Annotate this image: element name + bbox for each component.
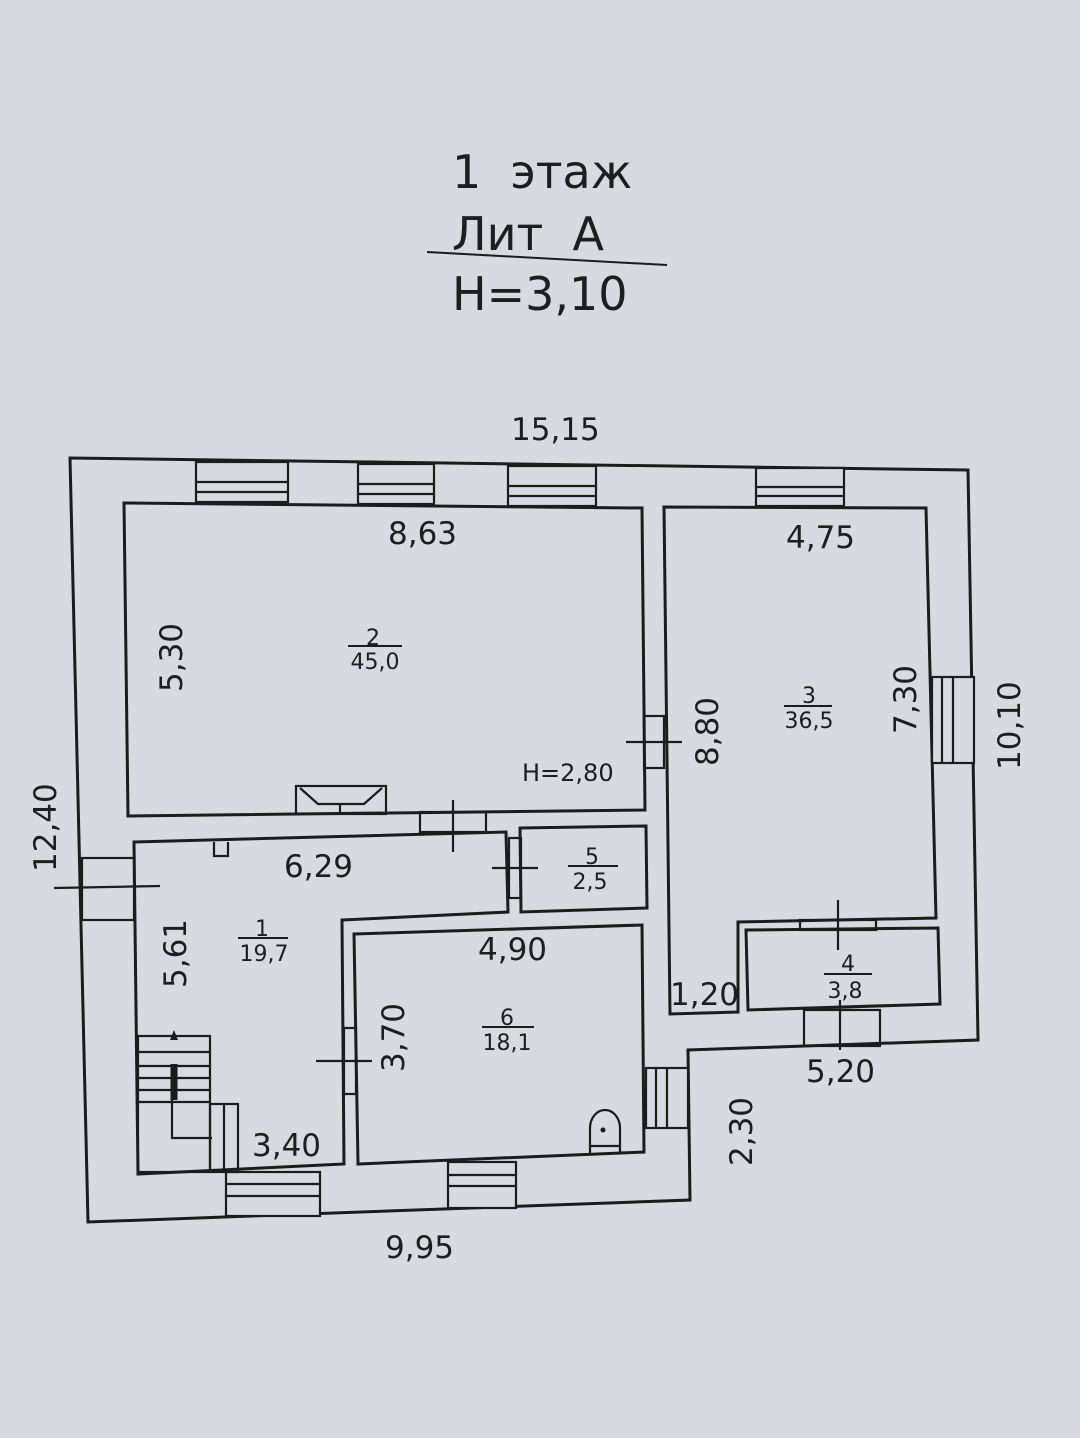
header-divider [426,251,668,266]
room-1-outline [132,830,510,1176]
svg-text:2,5: 2,5 [573,870,608,895]
floor-label: 1 этаж [452,145,632,199]
window-right [930,675,976,765]
dim-annex-depth: 2,30 [724,1097,760,1166]
dim-room6-width: 4,90 [478,932,547,968]
dim-total-depth-right: 10,10 [992,681,1028,770]
door-room1-room2 [418,800,488,852]
room-label-3: 3 36,5 [784,684,833,734]
window-top-3 [506,464,598,508]
window-bottom-1 [224,1170,322,1218]
dim-room1-bottom: 3,40 [252,1128,321,1164]
dim-corridor-width: 1,20 [670,977,739,1013]
outer-wall [68,456,980,1224]
door-room2-room3 [626,714,682,770]
door-room1-room6 [316,1026,372,1096]
dim-bottom-width: 9,95 [385,1230,454,1266]
room-2-outline [122,501,647,818]
room-label-5: 5 2,5 [568,845,618,895]
dim-total-depth-left: 12,40 [28,783,64,872]
window-top-4 [754,466,846,508]
dim-room6-depth: 3,70 [376,1003,412,1072]
dim-total-width: 15,15 [511,412,600,448]
room-5-outline [518,824,649,914]
ceiling-height-label: H=3,10 [452,267,628,321]
door-room1-room5 [492,836,538,900]
window-top-1 [194,460,290,504]
stair-arrow-icon [170,1030,178,1040]
svg-text:19,7: 19,7 [240,942,289,967]
svg-text:36,5: 36,5 [785,709,834,734]
svg-text:3: 3 [802,684,816,709]
window-top-2 [356,462,436,506]
dim-room1-depth: 5,61 [158,919,194,988]
dim-room4-width: 5,20 [806,1054,875,1090]
stove-icon [294,784,388,816]
svg-text:3,8: 3,8 [828,979,863,1004]
dim-room2-depth: 5,30 [154,623,190,692]
room-4-outline [744,926,942,1012]
svg-text:6: 6 [500,1006,514,1031]
svg-text:5: 5 [585,845,599,870]
svg-text:2: 2 [366,626,380,651]
letter-label: Лит А [452,207,605,261]
room-label-4: 4 3,8 [824,952,872,1004]
dim-room1-width: 6,29 [284,849,353,885]
svg-text:4: 4 [841,952,855,977]
window-annex [644,1066,690,1130]
svg-text:45,0: 45,0 [351,650,400,675]
door-room4-exit [802,1000,882,1050]
wall-niche [212,842,230,858]
door-entrance [53,856,161,922]
room-3-outline [662,505,938,1016]
toilet-icon [588,1108,622,1154]
room-label-2: 2 45,0 [348,626,402,675]
dim-room2-width: 8,63 [388,516,457,552]
dim-room3-depth-right: 7,30 [888,665,924,734]
room-label-6: 6 18,1 [482,1006,534,1056]
dim-room2-height-note: H=2,80 [522,759,614,787]
door-room3-room4 [798,900,878,950]
staircase-icon [136,1030,240,1174]
room-label-1: 1 19,7 [238,917,288,967]
dim-room3-width: 4,75 [786,520,855,556]
svg-text:18,1: 18,1 [483,1031,532,1056]
window-bottom-2 [446,1160,518,1210]
dim-room3-depth-left: 8,80 [690,697,726,766]
svg-text:1: 1 [255,917,269,942]
